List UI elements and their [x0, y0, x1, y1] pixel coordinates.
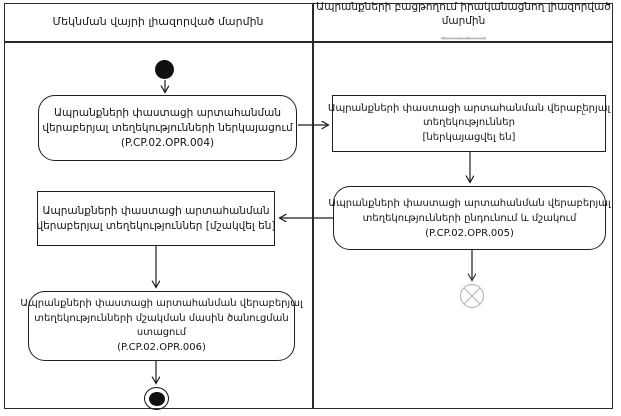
object-text-line: Ապրանքների փաստացի արտահանման վերաբերյալ	[327, 102, 611, 114]
initial-node	[155, 60, 174, 79]
action-text-line: Ապրանքների փաստացի արտահանման	[53, 106, 282, 119]
action-text-line: վերաբերյալ տեղեկությունների ներկայացում	[42, 121, 293, 134]
action-box-receive-process-info: Ապրանքների փաստացի արտահանման վերաբերյալ…	[328, 186, 611, 250]
object-text-line: Ապրանքների փաստացի արտահանման	[42, 204, 270, 217]
action-code-label: (P.CP.02.OPR.004)	[120, 136, 215, 149]
object-box-info-submitted: Ապրանքների փաստացի արտահանման վերաբերյալ…	[328, 95, 610, 152]
object-box-info-processed: Ապրանքների փաստացի արտահանման վերաբերյալ…	[36, 191, 276, 246]
activity-final-node-core	[148, 391, 165, 406]
header-separator-line	[4, 41, 613, 43]
action-box-receive-notification: Ապրանքների փաստացի արտահանման վերաբերյալ…	[20, 291, 303, 361]
stray-mark: ւ	[581, 108, 585, 117]
swimlane-divider	[312, 3, 314, 409]
lane-subtitle-blurred: ··——·—··——··	[441, 33, 486, 42]
action-text-line: տեղեկությունների մշակման մասին ծանուցման	[34, 312, 289, 324]
lane-header-release: Ապրանքների բացթողում իրականացնող լիազորվ…	[314, 0, 613, 42]
object-text-line: տեղեկություններ	[423, 117, 515, 129]
lane-header-departure: Մեկնման վայրի լիազորված մարմին	[4, 3, 312, 41]
object-text-line: վերաբերյալ տեղեկություններ [մշակվել են]	[36, 219, 276, 232]
action-code-label: (P.CP.02.OPR.006)	[117, 341, 206, 353]
action-text-line: Ապրանքների փաստացի արտահանման վերաբերյալ	[328, 197, 611, 209]
action-text-line: տեղեկությունների ընդունում և մշակում	[362, 212, 577, 224]
action-box-submit-export-info: Ապրանքների փաստացի արտահանման վերաբերյալ…	[38, 95, 297, 161]
action-text-line: Ապրանքների փաստացի արտահանման վերաբերյալ	[20, 298, 303, 309]
lane-title-departure: Մեկնման վայրի լիազորված մարմին	[52, 15, 264, 28]
diagram-frame	[4, 3, 613, 409]
activity-final-node	[144, 387, 169, 410]
lane-title-release: Ապրանքների բացթողում իրականացնող լիազորվ…	[316, 0, 611, 27]
action-text-line: ստացում	[136, 327, 187, 338]
action-code-label: (P.CP.02.OPR.005)	[425, 227, 514, 239]
object-state-label: [ներկայացվել են]	[422, 131, 516, 143]
